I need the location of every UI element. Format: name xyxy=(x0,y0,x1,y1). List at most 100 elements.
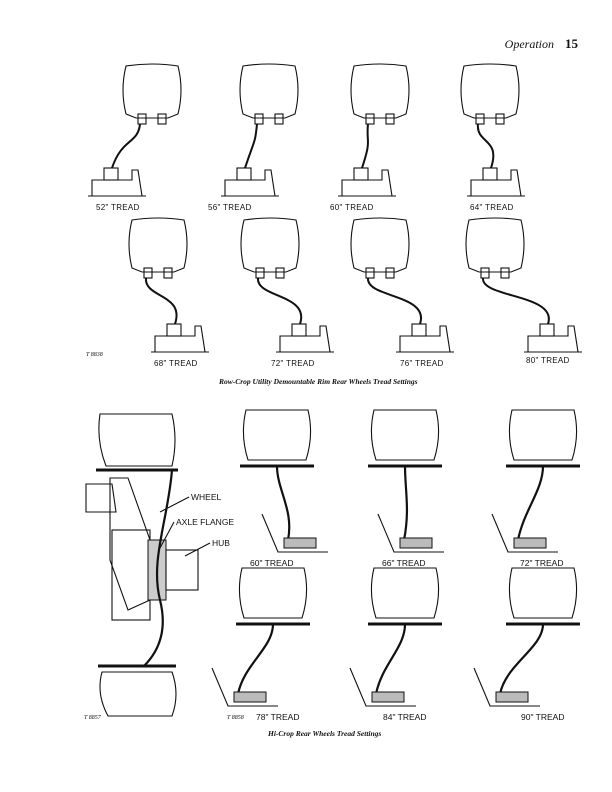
tread-label-hi-90: 90" TREAD xyxy=(521,712,565,722)
rim-lug-rc-56 xyxy=(274,113,284,125)
wheel-disc-rc-68 xyxy=(144,277,178,325)
figure-id-hi-crop-right: T 8858 xyxy=(227,715,244,721)
wheel-disc-rc-76 xyxy=(366,277,422,325)
hi-crop-tire-h60 xyxy=(242,409,312,461)
axle-housing-rc-56 xyxy=(224,169,276,197)
final-drive-housing xyxy=(109,477,151,611)
hub-rc-60 xyxy=(353,167,369,181)
rim-lug-rc-52 xyxy=(137,113,147,125)
hub-rc-52 xyxy=(103,167,119,181)
tread-label-64: 64" TREAD xyxy=(470,203,514,212)
hub-rc-64 xyxy=(482,167,498,181)
hi-crop-tire-h90 xyxy=(508,567,578,619)
hi-crop-disc-h60 xyxy=(275,465,291,541)
axle-housing-rc-72 xyxy=(279,325,331,353)
axle-stub xyxy=(85,483,117,513)
axle-housing-rc-64 xyxy=(470,169,522,197)
hub-rc-72 xyxy=(291,323,307,337)
axle-housing-rc-60 xyxy=(341,169,393,197)
hi-crop-axle-h60 xyxy=(261,513,328,553)
wheel-disc-rc-56 xyxy=(244,123,258,169)
figure-id-row-crop: T 8838 xyxy=(86,352,103,358)
rim-lug-rc-52 xyxy=(157,113,167,125)
hi-crop-axle-h72 xyxy=(491,513,558,553)
tire-rc-68 xyxy=(128,217,188,273)
hub-rc-68 xyxy=(166,323,182,337)
hi-crop-disc-h78 xyxy=(236,623,275,695)
wheel-disc-rc-64 xyxy=(476,123,495,169)
tread-label-60: 60" TREAD xyxy=(330,203,374,212)
rim-lug-rc-72 xyxy=(275,267,285,279)
leader-wheel xyxy=(159,496,190,513)
rim-lug-rc-56 xyxy=(254,113,264,125)
tread-label-hi-84: 84" TREAD xyxy=(383,712,427,722)
callout-axle-flange: AXLE FLANGE xyxy=(176,517,235,527)
hi-crop-disc-h66 xyxy=(402,465,409,541)
tread-label-68: 68" TREAD xyxy=(154,359,198,368)
page-number: 15 xyxy=(565,36,578,51)
axle-housing-rc-76 xyxy=(399,325,451,353)
tread-label-52: 52" TREAD xyxy=(96,203,140,212)
tire-rc-80 xyxy=(465,217,525,273)
rim-lug-rc-64 xyxy=(475,113,485,125)
tread-label-56: 56" TREAD xyxy=(208,203,252,212)
rim-lug-rc-76 xyxy=(365,267,375,279)
tire-rc-52 xyxy=(122,63,182,119)
tread-label-76: 76" TREAD xyxy=(400,359,444,368)
hub-rc-56 xyxy=(236,167,252,181)
axle-housing xyxy=(111,529,151,621)
rim-lug-rc-60 xyxy=(365,113,375,125)
hi-crop-caption: Hi-Crop Rear Wheels Tread Settings xyxy=(268,729,382,738)
hi-crop-axle-h84 xyxy=(349,667,416,707)
rim-lug-rc-80 xyxy=(500,267,510,279)
leader-hub xyxy=(184,542,211,557)
wheel-disc-rc-60 xyxy=(361,123,369,169)
hi-crop-axle-h90 xyxy=(473,667,540,707)
hi-crop-flange-h90 xyxy=(495,691,529,703)
axle-housing-rc-80 xyxy=(527,325,579,353)
axle-housing-rc-52 xyxy=(91,169,143,197)
wheel-disc-rc-80 xyxy=(481,277,550,325)
tread-label-80: 80" TREAD xyxy=(526,356,570,365)
page-header: Operation 15 xyxy=(505,36,578,52)
rim-lug-rc-60 xyxy=(385,113,395,125)
callout-wheel: WHEEL xyxy=(191,492,222,502)
hub-rc-76 xyxy=(411,323,427,337)
wheel-disc-rc-52 xyxy=(111,123,141,169)
hub-rc-80 xyxy=(539,323,555,337)
rim-lug-rc-80 xyxy=(480,267,490,279)
rim-lug-rc-68 xyxy=(143,267,153,279)
rim-lug-rc-68 xyxy=(163,267,173,279)
hi-crop-disc-h84 xyxy=(374,623,407,695)
hi-crop-flange-h72 xyxy=(513,537,547,549)
hi-crop-axle-h66 xyxy=(377,513,444,553)
rim-lug-rc-72 xyxy=(255,267,265,279)
hi-crop-flange-h84 xyxy=(371,691,405,703)
hi-crop-flange-h66 xyxy=(399,537,433,549)
hi-crop-disc-h72 xyxy=(516,465,545,541)
tread-label-72: 72" TREAD xyxy=(271,359,315,368)
row-crop-caption: Row-Crop Utility Demountable Rim Rear Wh… xyxy=(219,377,418,386)
tread-label-hi-60: 60" TREAD xyxy=(250,558,294,568)
hi-crop-tire-h78 xyxy=(238,567,308,619)
tire-rc-64 xyxy=(460,63,520,119)
large-top-tire xyxy=(98,413,176,467)
leader-axle-flange xyxy=(159,521,175,549)
hi-crop-tire-h66 xyxy=(370,409,440,461)
tire-rc-76 xyxy=(350,217,410,273)
hub-block xyxy=(165,549,199,591)
figure-id-hi-crop-left: T 8857 xyxy=(84,715,101,721)
tire-rc-56 xyxy=(239,63,299,119)
tread-label-hi-72: 72" TREAD xyxy=(520,558,564,568)
large-wheel-disc xyxy=(143,469,174,667)
hi-crop-axle-h78 xyxy=(211,667,278,707)
hi-crop-tire-h72 xyxy=(508,409,578,461)
hi-crop-disc-h90 xyxy=(498,623,545,695)
callout-hub: HUB xyxy=(212,538,230,548)
hi-crop-flange-h60 xyxy=(283,537,317,549)
rim-lug-rc-76 xyxy=(385,267,395,279)
tread-label-hi-78: 78" TREAD xyxy=(256,712,300,722)
hi-crop-tire-h84 xyxy=(370,567,440,619)
hi-crop-flange-h78 xyxy=(233,691,267,703)
